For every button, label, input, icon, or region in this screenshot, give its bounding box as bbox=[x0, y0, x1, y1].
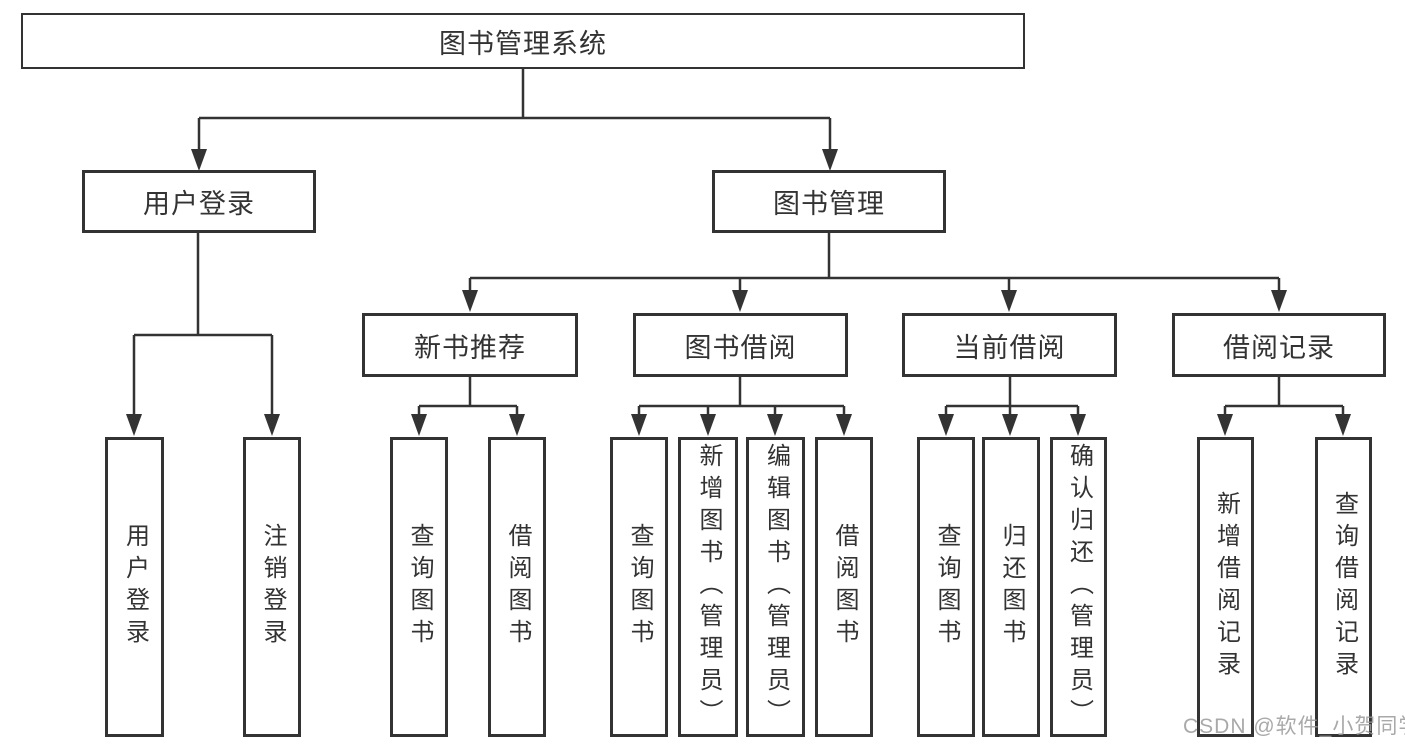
node-query-books-current: 查询图书 bbox=[917, 437, 975, 737]
connector-current-borrowing bbox=[938, 377, 1086, 436]
arrow-down-icon bbox=[191, 149, 207, 171]
node-user-login-action: 用户登录 bbox=[105, 437, 164, 737]
node-library-management-system: 图书管理系统 bbox=[21, 13, 1025, 69]
node-new-book-recommendation: 新书推荐 bbox=[362, 313, 578, 377]
node-book-borrowing: 图书借阅 bbox=[633, 313, 848, 377]
arrow-down-icon bbox=[1271, 290, 1287, 312]
node-logout-action: 注销登录 bbox=[243, 437, 301, 737]
node-confirm-return-admin: 确认归还（管理员） bbox=[1050, 437, 1107, 737]
arrow-down-icon bbox=[462, 290, 478, 312]
connector-book-borrowing bbox=[631, 377, 852, 436]
arrow-down-icon bbox=[1217, 414, 1233, 436]
connector-root-to-level2 bbox=[191, 68, 838, 171]
arrow-down-icon bbox=[700, 414, 716, 436]
node-borrowing-records: 借阅记录 bbox=[1172, 313, 1386, 377]
connector-book-management bbox=[462, 233, 1287, 312]
connector-borrowing-records bbox=[1217, 377, 1351, 436]
node-query-books-borrow: 查询图书 bbox=[610, 437, 668, 737]
arrow-down-icon bbox=[767, 414, 783, 436]
arrow-down-icon bbox=[1335, 414, 1351, 436]
node-book-management: 图书管理 bbox=[712, 170, 946, 233]
arrow-down-icon bbox=[509, 414, 525, 436]
arrow-down-icon bbox=[631, 414, 647, 436]
node-return-books: 归还图书 bbox=[982, 437, 1040, 737]
node-current-borrowing: 当前借阅 bbox=[902, 313, 1117, 377]
arrow-down-icon bbox=[1002, 414, 1018, 436]
arrow-down-icon bbox=[411, 414, 427, 436]
arrow-down-icon bbox=[732, 290, 748, 312]
node-query-borrow-record: 查询借阅记录 bbox=[1315, 437, 1372, 737]
csdn-watermark: CSDN @软件_小贺同学 bbox=[1183, 715, 1405, 738]
arrow-down-icon bbox=[938, 414, 954, 436]
arrow-down-icon bbox=[1070, 414, 1086, 436]
arrow-down-icon bbox=[836, 414, 852, 436]
connector-user-login bbox=[126, 233, 280, 436]
node-edit-books-admin: 编辑图书（管理员） bbox=[746, 437, 805, 737]
node-borrow-books: 借阅图书 bbox=[815, 437, 873, 737]
node-add-borrow-record: 新增借阅记录 bbox=[1197, 437, 1254, 737]
node-user-login: 用户登录 bbox=[82, 170, 316, 233]
node-add-books-admin: 新增图书（管理员） bbox=[678, 437, 738, 737]
arrow-down-icon bbox=[264, 414, 280, 436]
arrow-down-icon bbox=[126, 414, 142, 436]
connector-new-book-recommendation bbox=[411, 377, 525, 436]
arrow-down-icon bbox=[822, 149, 838, 171]
node-borrow-books-recommend: 借阅图书 bbox=[488, 437, 546, 737]
arrow-down-icon bbox=[1001, 290, 1017, 312]
node-query-books-recommend: 查询图书 bbox=[390, 437, 448, 737]
